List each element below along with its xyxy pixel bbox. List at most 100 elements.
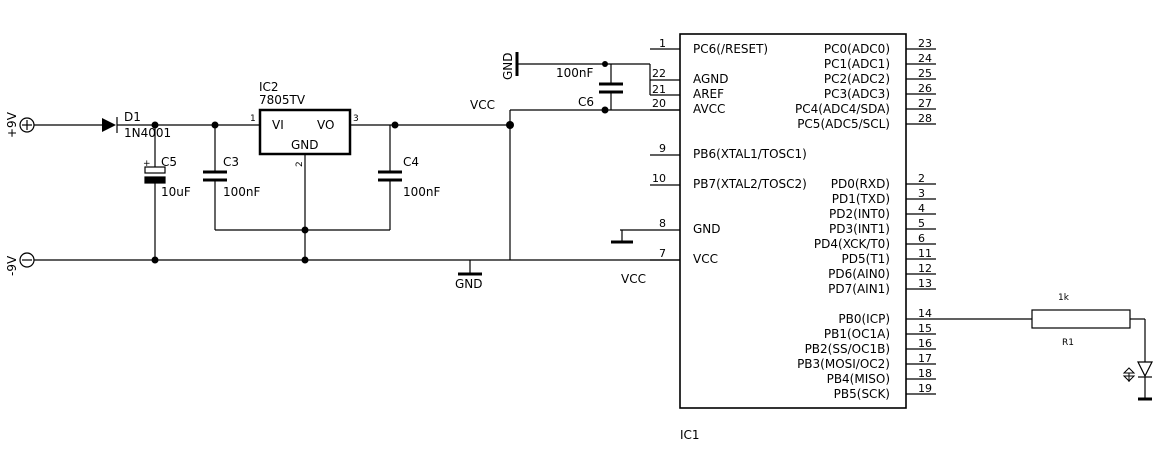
ic1-lpin20-num: 20 — [652, 97, 666, 110]
ic1-rpin14-label: PB0(ICP) — [838, 312, 890, 326]
ic1-lpin21-label: AREF — [693, 87, 724, 101]
ic1-rpin26-label: PC3(ADC3) — [824, 87, 890, 101]
c4-name: C4 — [403, 155, 419, 169]
ground-symbol — [458, 260, 482, 276]
ic1-rpin13-num: 13 — [918, 277, 932, 290]
ic1-rpin23-label: PC0(ADC0) — [824, 42, 890, 56]
ic1-rpin14-num: 14 — [918, 307, 932, 320]
ic2-vi-label: VI — [272, 118, 284, 132]
capacitor-c6 — [599, 64, 623, 110]
c5-name: C5 — [161, 155, 177, 169]
ic1-rpin27-num: 27 — [918, 97, 932, 110]
ic1-lpin20-label: AVCC — [693, 102, 725, 116]
led-light-arrows-icon — [1122, 367, 1136, 382]
ic1-rpin3-num: 3 — [918, 187, 925, 200]
capacitor-c5 — [144, 125, 166, 260]
r1-value: 1k — [1058, 293, 1070, 303]
ic1-right-pins — [906, 48, 936, 395]
ic1-lpin9-label: PB6(XTAL1/TOSC1) — [693, 147, 807, 161]
ic1-rpin2-label: PD0(RXD) — [831, 177, 890, 191]
ic1-lpin22-label: AGND — [693, 72, 729, 86]
ic1-rpin26-num: 26 — [918, 82, 932, 95]
ic1-rpin18-num: 18 — [918, 367, 932, 380]
diode-d1 — [102, 117, 118, 133]
ic2-gnd-label: GND — [291, 138, 319, 152]
ic1-lpin8-label: GND — [693, 222, 721, 236]
ic1-rpin6-label: PD4(XCK/T0) — [814, 237, 890, 251]
ic2-pin2: 2 — [295, 161, 305, 167]
ic2-pin1: 1 — [250, 114, 256, 124]
ic1-rpin16-num: 16 — [918, 337, 932, 350]
ic1-rpin23-num: 23 — [918, 37, 932, 50]
ic1-body — [679, 33, 907, 409]
ic1-lpin1-label: PC6(/RESET) — [693, 42, 768, 56]
ic1-rpin28-label: PC5(ADC5/SCL) — [797, 117, 890, 131]
ic1-rpin11-num: 11 — [918, 247, 932, 260]
ic1-rpin4-label: PD2(INT0) — [829, 207, 890, 221]
ic1-lpin1-num: 1 — [659, 37, 666, 50]
ic1-rpin6-num: 6 — [918, 232, 925, 245]
r1-name: R1 — [1062, 338, 1074, 348]
ic1-name: IC1 — [680, 428, 700, 442]
ic1-lpin8-num: 8 — [659, 217, 666, 230]
ic1-rpin24-num: 24 — [918, 52, 932, 65]
capacitor-c3 — [203, 125, 227, 230]
ic2-vo-label: VO — [317, 118, 334, 132]
c3-value: 100nF — [223, 185, 261, 199]
power-terminal-minus — [19, 252, 35, 268]
c6-name: C6 — [578, 95, 594, 109]
ic1-rpin4-num: 4 — [918, 202, 925, 215]
power-terminal-plus — [19, 117, 35, 133]
ic1-rpin5-num: 5 — [918, 217, 925, 230]
ic1-rpin5-label: PD3(INT1) — [829, 222, 890, 236]
label-minus-9v: -9V — [5, 255, 19, 276]
ground-symbol-top — [515, 52, 611, 76]
ic1-rpin12-label: PD6(AIN0) — [828, 267, 890, 281]
ic1-lpin22-num: 22 — [652, 67, 666, 80]
d1-name: D1 — [124, 110, 141, 124]
ic1-rpin19-label: PB5(SCK) — [834, 387, 890, 401]
vcc-label-bottom: VCC — [621, 272, 646, 286]
ic1-rpin16-label: PB2(SS/OC1B) — [805, 342, 890, 356]
ic1-rpin17-label: PB3(MOSI/OC2) — [797, 357, 890, 371]
ic1-rpin28-num: 28 — [918, 112, 932, 125]
c4-value: 100nF — [403, 185, 441, 199]
ic1-rpin24-label: PC1(ADC1) — [824, 57, 890, 71]
label-plus-9v: +9V — [5, 111, 19, 138]
ic1-rpin11-label: PD5(T1) — [842, 252, 890, 266]
ic1-lpin9-num: 9 — [659, 142, 666, 155]
ic1-rpin12-num: 12 — [918, 262, 932, 275]
ic1-lpin10-num: 10 — [652, 172, 666, 185]
ic1-rpin15-num: 15 — [918, 322, 932, 335]
ic1-rpin18-label: PB4(MISO) — [827, 372, 890, 386]
ic2-pin3: 3 — [353, 114, 359, 124]
ic1-rpin19-num: 19 — [918, 382, 932, 395]
gnd-label-top: GND — [501, 52, 515, 80]
ic1-lpin10-label: PB7(XTAL2/TOSC2) — [693, 177, 807, 191]
ic1-left-pins — [611, 48, 680, 261]
d1-value: 1N4001 — [124, 126, 171, 140]
c5-value: 10uF — [161, 185, 191, 199]
ic1-lpin21-num: 21 — [652, 83, 666, 96]
ic1-lpin7-num: 7 — [659, 247, 666, 260]
c3-name: C3 — [223, 155, 239, 169]
ic1-rpin2-num: 2 — [918, 172, 925, 185]
c5-polarity: + — [143, 159, 151, 169]
c6-value: 100nF — [556, 66, 594, 80]
ic1-rpin27-label: PC4(ADC4/SDA) — [795, 102, 890, 116]
ic2-name: IC2 — [259, 80, 279, 94]
ic1-rpin17-num: 17 — [918, 352, 932, 365]
vcc-label-top: VCC — [470, 98, 495, 112]
led-diode — [1130, 318, 1153, 401]
ic1-rpin25-label: PC2(ADC2) — [824, 72, 890, 86]
ic2-type: 7805TV — [259, 93, 306, 107]
resistor-r1 — [1031, 309, 1131, 329]
ic1-rpin3-label: PD1(TXD) — [832, 192, 890, 206]
gnd-label: GND — [455, 277, 483, 291]
capacitor-c4 — [378, 125, 402, 230]
ic1-rpin25-num: 25 — [918, 67, 932, 80]
ic1-lpin7-label: VCC — [693, 252, 718, 266]
ic1-rpin15-label: PB1(OC1A) — [824, 327, 890, 341]
ic1-rpin13-label: PD7(AIN1) — [828, 282, 890, 296]
